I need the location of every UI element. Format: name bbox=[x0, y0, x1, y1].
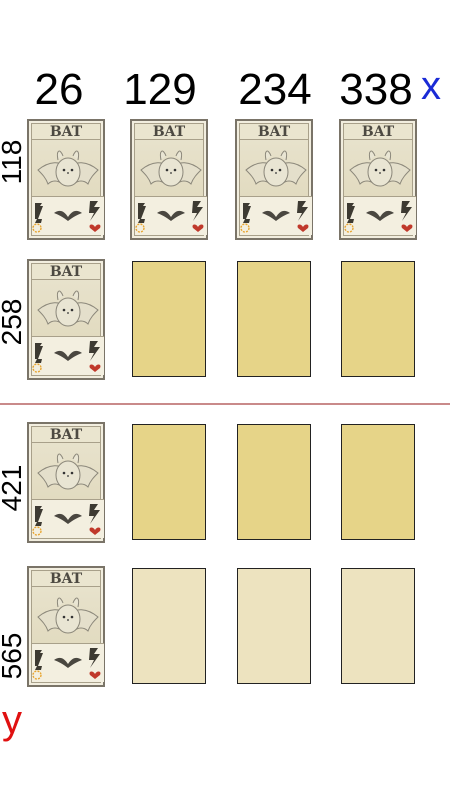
board-divider bbox=[0, 403, 450, 405]
bat-card-r1c1[interactable]: BAT bbox=[27, 119, 105, 240]
card-stats bbox=[344, 196, 416, 235]
row-label-3: 421 bbox=[0, 464, 27, 512]
empty-slot-r2c4[interactable] bbox=[341, 261, 415, 377]
card-stats bbox=[240, 196, 312, 235]
column-label-4: 338 bbox=[339, 65, 413, 114]
wing-sigil-icon bbox=[54, 513, 82, 524]
card-name: BAT bbox=[32, 427, 100, 443]
heart-icon bbox=[89, 224, 101, 232]
attack-glyph-icon bbox=[240, 203, 251, 233]
wing-sigil-icon bbox=[54, 350, 82, 361]
card-stats bbox=[32, 499, 104, 538]
attack-glyph-icon bbox=[32, 343, 43, 373]
empty-slot-r2c3[interactable] bbox=[237, 261, 311, 377]
empty-slot-r4c4[interactable] bbox=[341, 568, 415, 684]
card-name: BAT bbox=[135, 124, 203, 140]
bat-portrait-icon bbox=[140, 150, 202, 187]
card-stats bbox=[32, 336, 104, 375]
card-name: BAT bbox=[32, 571, 100, 587]
empty-slot-r3c3[interactable] bbox=[237, 424, 311, 540]
card-name: BAT bbox=[32, 124, 100, 140]
x-axis-marker: x bbox=[421, 64, 441, 108]
bat-card-r1c2[interactable]: BAT bbox=[130, 119, 208, 240]
bat-card-r1c4[interactable]: BAT bbox=[339, 119, 417, 240]
attack-glyph-icon bbox=[344, 203, 355, 233]
wing-sigil-icon bbox=[54, 210, 82, 221]
health-glyph-icon bbox=[89, 504, 100, 524]
column-label-3: 234 bbox=[238, 65, 312, 114]
health-glyph-icon bbox=[89, 648, 100, 668]
attack-glyph-icon bbox=[32, 203, 43, 233]
health-glyph-icon bbox=[401, 201, 412, 221]
health-glyph-icon bbox=[89, 341, 100, 361]
row-label-1: 118 bbox=[0, 139, 27, 185]
row-label-4: 565 bbox=[0, 632, 27, 680]
heart-icon bbox=[297, 224, 309, 232]
health-glyph-icon bbox=[297, 201, 308, 221]
heart-icon bbox=[89, 364, 101, 372]
bat-card-r4c1[interactable]: BAT bbox=[27, 566, 105, 687]
attack-glyph-icon bbox=[32, 506, 43, 536]
wing-sigil-icon bbox=[366, 210, 394, 221]
bat-portrait-icon bbox=[349, 150, 411, 187]
card-stats bbox=[32, 643, 104, 682]
bat-card-r2c1[interactable]: BAT bbox=[27, 259, 105, 380]
column-label-2: 129 bbox=[123, 65, 197, 114]
empty-slot-r3c2[interactable] bbox=[132, 424, 206, 540]
card-stats bbox=[135, 196, 207, 235]
heart-icon bbox=[192, 224, 204, 232]
bat-card-r1c3[interactable]: BAT bbox=[235, 119, 313, 240]
wing-sigil-icon bbox=[157, 210, 185, 221]
empty-slot-r4c3[interactable] bbox=[237, 568, 311, 684]
health-glyph-icon bbox=[192, 201, 203, 221]
attack-glyph-icon bbox=[32, 650, 43, 680]
bat-card-r3c1[interactable]: BAT bbox=[27, 422, 105, 543]
wing-sigil-icon bbox=[262, 210, 290, 221]
bat-portrait-icon bbox=[37, 290, 99, 327]
bat-portrait-icon bbox=[37, 453, 99, 490]
bat-portrait-icon bbox=[37, 597, 99, 634]
attack-glyph-icon bbox=[135, 203, 146, 233]
empty-slot-r3c4[interactable] bbox=[341, 424, 415, 540]
heart-icon bbox=[89, 527, 101, 535]
health-glyph-icon bbox=[89, 201, 100, 221]
card-name: BAT bbox=[344, 124, 412, 140]
card-stats bbox=[32, 196, 104, 235]
y-axis-marker: y bbox=[2, 698, 22, 742]
column-label-1: 26 bbox=[34, 65, 84, 114]
wing-sigil-icon bbox=[54, 657, 82, 668]
card-name: BAT bbox=[32, 264, 100, 280]
empty-slot-r4c2[interactable] bbox=[132, 568, 206, 684]
bat-portrait-icon bbox=[37, 150, 99, 187]
bat-portrait-icon bbox=[245, 150, 307, 187]
card-name: BAT bbox=[240, 124, 308, 140]
row-label-2: 258 bbox=[0, 298, 27, 346]
heart-icon bbox=[401, 224, 413, 232]
empty-slot-r2c2[interactable] bbox=[132, 261, 206, 377]
heart-icon bbox=[89, 671, 101, 679]
